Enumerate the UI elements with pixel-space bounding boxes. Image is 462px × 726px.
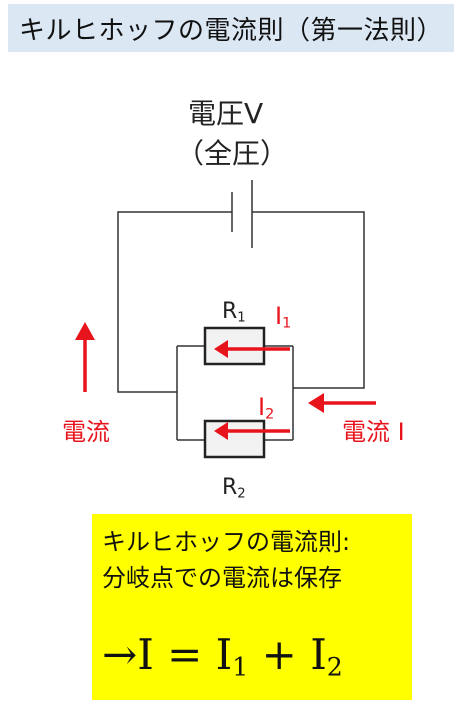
formula: →I = I1 + I2 [102,630,343,682]
resistor-r2 [203,419,266,459]
resistor-r1 [203,326,266,366]
wire-outer-loop [117,211,232,393]
page-title: キルヒホッフの電流則（第一法則） [18,15,443,46]
resistor-r2-label: R2 [222,475,246,502]
arrow-head-right [308,393,324,413]
current-i2-label: I2 [258,393,275,423]
voltage-sublabel: （全圧） [176,137,289,170]
current-i1-label: I1 [275,302,292,332]
arrow-head-r1 [214,340,228,358]
wire-outer-right [252,211,365,389]
summary-description: 分岐点での電流は保存 [102,564,342,592]
current-right-label: 電流 I [342,418,405,446]
arrow-head-r2 [214,422,228,440]
summary-box: キルヒホッフの電流則: 分岐点での電流は保存 →I = I1 + I2 [92,514,412,700]
current-left-label: 電流 [62,418,110,446]
title-bar: キルヒホッフの電流則（第一法則） [8,4,454,52]
summary-title: キルヒホッフの電流則: [102,528,351,556]
voltage-label: 電圧V [188,97,264,130]
arrow-head-left [75,322,95,340]
resistor-r1-label: R1 [222,299,246,326]
